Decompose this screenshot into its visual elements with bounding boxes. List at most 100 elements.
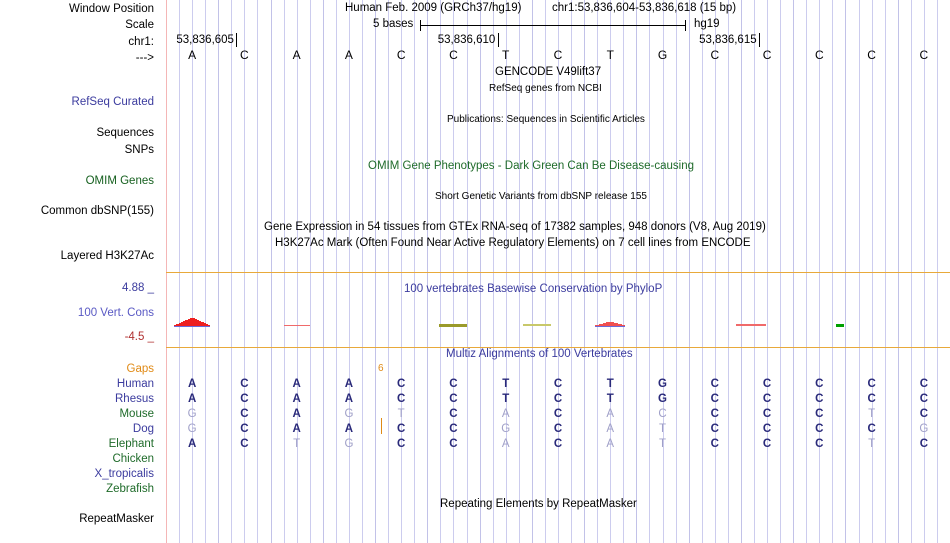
- alignment-base[interactable]: G: [501, 423, 511, 435]
- sequence-base[interactable]: C: [449, 48, 458, 62]
- alignment-base[interactable]: C: [919, 393, 929, 405]
- sequence-base[interactable]: A: [188, 48, 197, 62]
- alignment-base[interactable]: A: [501, 408, 510, 420]
- alignment-base[interactable]: A: [606, 408, 615, 420]
- alignment-base[interactable]: C: [815, 378, 824, 390]
- alignment-base[interactable]: C: [710, 423, 719, 435]
- sequence-base[interactable]: T: [606, 48, 614, 62]
- alignment-base[interactable]: T: [606, 393, 614, 405]
- alignment-base[interactable]: T: [659, 423, 667, 435]
- alignment-base[interactable]: A: [292, 393, 301, 405]
- sequence-base[interactable]: C: [240, 48, 249, 62]
- alignment-base[interactable]: C: [553, 438, 563, 450]
- alignment-base[interactable]: A: [606, 423, 615, 435]
- track-title-phylop[interactable]: 100 vertebrates Basewise Conservation by…: [404, 283, 663, 295]
- alignment-base[interactable]: C: [710, 393, 719, 405]
- alignment-base[interactable]: A: [606, 438, 615, 450]
- sequence-base[interactable]: G: [657, 48, 668, 62]
- alignment-base[interactable]: A: [501, 438, 510, 450]
- alignment-base[interactable]: C: [762, 423, 772, 435]
- alignment-base[interactable]: T: [293, 438, 301, 450]
- alignment-base[interactable]: A: [344, 393, 354, 405]
- label-snps[interactable]: SNPs: [124, 144, 154, 156]
- alignment-base[interactable]: C: [553, 378, 563, 390]
- alignment-base[interactable]: C: [449, 393, 458, 405]
- alignment-base[interactable]: A: [344, 378, 354, 390]
- label-species-dog[interactable]: Dog: [132, 423, 154, 435]
- alignment-base[interactable]: C: [867, 423, 876, 435]
- alignment-base[interactable]: T: [397, 408, 405, 420]
- sequence-base[interactable]: C: [919, 48, 929, 62]
- track-title-repeatmasker[interactable]: Repeating Elements by RepeatMasker: [440, 498, 637, 510]
- alignment-base[interactable]: C: [762, 438, 772, 450]
- alignment-base[interactable]: A: [187, 438, 197, 450]
- track-title-multiz[interactable]: Multiz Alignments of 100 Vertebrates: [446, 348, 633, 360]
- alignment-base[interactable]: T: [868, 408, 876, 420]
- label-species-mouse[interactable]: Mouse: [119, 408, 154, 420]
- alignment-base[interactable]: C: [762, 393, 772, 405]
- alignment-base[interactable]: C: [397, 423, 406, 435]
- alignment-base[interactable]: C: [815, 393, 824, 405]
- label-species-rhesus[interactable]: Rhesus: [115, 393, 154, 405]
- label-scale[interactable]: Scale: [125, 19, 154, 31]
- alignment-base[interactable]: A: [292, 408, 301, 420]
- sequence-base[interactable]: T: [502, 48, 510, 62]
- label-refseq-curated[interactable]: RefSeq Curated: [71, 96, 154, 108]
- label-repeatmasker[interactable]: RepeatMasker: [79, 513, 154, 525]
- alignment-base[interactable]: C: [449, 423, 458, 435]
- label-species-human[interactable]: Human: [116, 378, 154, 390]
- alignment-base[interactable]: C: [762, 408, 772, 420]
- alignment-base[interactable]: G: [187, 423, 197, 435]
- alignment-base[interactable]: T: [606, 378, 614, 390]
- alignment-base[interactable]: C: [553, 423, 563, 435]
- alignment-base[interactable]: C: [240, 408, 249, 420]
- sequence-base[interactable]: A: [344, 48, 353, 62]
- alignment-base[interactable]: C: [553, 393, 563, 405]
- label-sequences[interactable]: Sequences: [96, 127, 154, 139]
- track-title-omim[interactable]: OMIM Gene Phenotypes - Dark Green Can Be…: [368, 160, 694, 172]
- alignment-base[interactable]: C: [449, 408, 458, 420]
- alignment-base[interactable]: C: [240, 393, 249, 405]
- alignment-base[interactable]: C: [710, 438, 719, 450]
- alignment-base[interactable]: T: [502, 393, 510, 405]
- track-title-publications[interactable]: Publications: Sequences in Scientific Ar…: [447, 114, 645, 125]
- alignment-base[interactable]: C: [710, 378, 719, 390]
- alignment-base[interactable]: C: [240, 423, 249, 435]
- alignment-base[interactable]: G: [187, 408, 197, 420]
- label-window-position[interactable]: Window Position: [68, 3, 154, 15]
- alignment-base[interactable]: G: [344, 438, 354, 450]
- sequence-base[interactable]: C: [396, 48, 406, 62]
- alignment-base[interactable]: A: [187, 378, 197, 390]
- sequence-base[interactable]: C: [553, 48, 563, 62]
- track-title-gencode[interactable]: GENCODE V49lift37: [495, 66, 602, 78]
- alignment-base[interactable]: T: [659, 438, 667, 450]
- alignment-base[interactable]: C: [397, 393, 406, 405]
- alignment-base[interactable]: G: [344, 408, 354, 420]
- track-title-gtex[interactable]: Gene Expression in 54 tissues from GTEx …: [264, 221, 766, 233]
- alignment-base[interactable]: A: [292, 378, 301, 390]
- alignment-base[interactable]: C: [762, 378, 772, 390]
- label-species-x-tropicalis[interactable]: X_tropicalis: [94, 468, 154, 480]
- alignment-base[interactable]: C: [397, 378, 406, 390]
- alignment-base[interactable]: T: [868, 438, 876, 450]
- sequence-base[interactable]: C: [762, 48, 772, 62]
- alignment-base[interactable]: G: [919, 423, 929, 435]
- label-gaps[interactable]: Gaps: [126, 363, 155, 375]
- label-species-chicken[interactable]: Chicken: [112, 453, 154, 465]
- alignment-base[interactable]: C: [815, 438, 824, 450]
- track-title-dbsnp[interactable]: Short Genetic Variants from dbSNP releas…: [435, 191, 647, 202]
- alignment-base[interactable]: T: [502, 378, 510, 390]
- alignment-base[interactable]: G: [658, 393, 667, 405]
- alignment-base[interactable]: A: [292, 423, 301, 435]
- label-omim-genes[interactable]: OMIM Genes: [85, 175, 154, 187]
- alignment-base[interactable]: C: [710, 408, 719, 420]
- alignment-base[interactable]: A: [187, 393, 197, 405]
- alignment-base[interactable]: C: [240, 378, 249, 390]
- sequence-base[interactable]: C: [814, 48, 824, 62]
- alignment-base[interactable]: C: [553, 408, 563, 420]
- alignment-base[interactable]: C: [815, 408, 824, 420]
- sequence-base[interactable]: C: [867, 48, 876, 62]
- track-title-refseq-ncbi[interactable]: RefSeq genes from NCBI: [489, 83, 602, 94]
- label-layered-h3k27ac[interactable]: Layered H3K27Ac: [60, 250, 154, 262]
- alignment-base[interactable]: C: [397, 438, 406, 450]
